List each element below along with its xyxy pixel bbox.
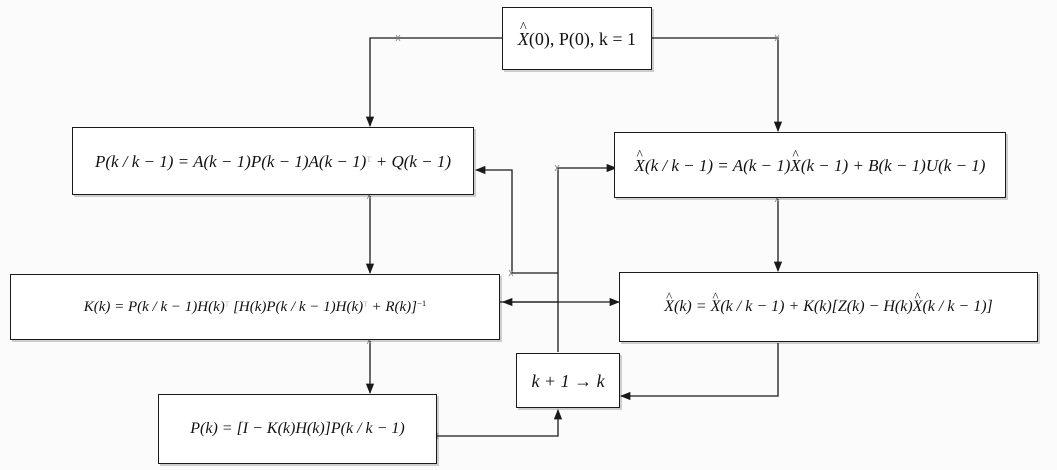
arrow-feedback-to-p-prediction bbox=[474, 165, 558, 274]
p-update-equation: P(k) = [I − K(k)H(k)]P(k / k − 1) bbox=[190, 420, 405, 437]
init-box: X(0), P(0), k = 1 bbox=[502, 7, 652, 70]
arrow-p-update-to-step bbox=[437, 408, 563, 437]
step-equation: k + 1 → k bbox=[531, 370, 605, 391]
p-prediction-box: P(k / k − 1) = A(k − 1)P(k − 1)A(k − 1)T… bbox=[72, 127, 474, 195]
x-update-equation: X(k) = X(k / k − 1) + K(k)[Z(k) − H(k)X(… bbox=[664, 291, 993, 315]
p-prediction-equation: P(k / k − 1) = A(k − 1)P(k − 1)A(k − 1)T… bbox=[94, 151, 452, 171]
p-update-box: P(k) = [I − K(k)H(k)]P(k / k − 1) bbox=[158, 394, 437, 464]
x-update-box: X(k) = X(k / k − 1) + K(k)[Z(k) − H(k)X(… bbox=[619, 272, 1038, 342]
x-prediction-equation: X(k / k − 1) = A(k − 1)X(k − 1) + B(k − … bbox=[635, 148, 986, 173]
arrow-x-update-to-step bbox=[619, 343, 779, 401]
arrow-step-to-x-prediction bbox=[557, 163, 618, 352]
step-box: k + 1 → k bbox=[516, 353, 620, 408]
arrow-init-to-x-prediction bbox=[652, 37, 783, 133]
arrow-init-to-p-prediction bbox=[365, 37, 502, 128]
x-hat-symbol: X bbox=[518, 21, 529, 48]
kalman-gain-equation: K(k) = P(k / k − 1)H(k)T [H(k)P(k / k − … bbox=[83, 298, 427, 315]
x-prediction-box: X(k / k − 1) = A(k − 1)X(k − 1) + B(k − … bbox=[614, 132, 1006, 198]
init-equation: X(0), P(0), k = 1 bbox=[518, 21, 636, 48]
kalman-gain-box: K(k) = P(k / k − 1)H(k)T [H(k)P(k / k − … bbox=[10, 274, 500, 340]
